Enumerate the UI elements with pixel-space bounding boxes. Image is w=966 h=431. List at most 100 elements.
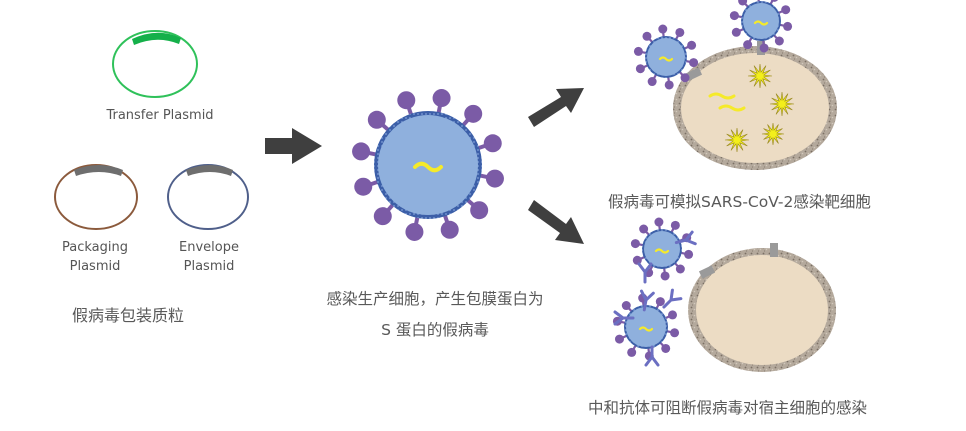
pseudovirus-large [352, 89, 504, 241]
spike-head [668, 310, 678, 320]
spike-head [635, 64, 645, 74]
spike-head [770, 0, 778, 2]
receptor-bottom-2 [698, 265, 716, 279]
spike-head [654, 217, 664, 227]
antibody-arms [662, 288, 683, 309]
cell-cytoplasm-bottom [696, 255, 828, 365]
spike-head [367, 110, 386, 129]
spike-head [630, 239, 640, 249]
spike-head [432, 89, 451, 108]
spike-head [352, 142, 371, 161]
antibodies [613, 230, 697, 367]
packaging-label-line2: Plasmid [69, 259, 121, 274]
virus-core [647, 38, 685, 76]
envelope-plasmid-ring [167, 164, 249, 230]
star-particle [769, 91, 795, 117]
antibody-y [662, 288, 683, 309]
arrow-up-right [528, 88, 584, 127]
packaging-plasmid-label: Packaging Plasmid [50, 238, 140, 276]
antibody-y [637, 262, 653, 284]
caption-packaging-plasmids: 假病毒包装质粒 [72, 306, 185, 325]
antibody-arms [639, 289, 655, 312]
spike-head [783, 21, 793, 31]
spike-head [405, 222, 424, 241]
spike-head [660, 271, 670, 281]
spike-head [642, 31, 652, 41]
spike-head [647, 77, 657, 87]
virus-core [743, 3, 779, 39]
spike-head [354, 177, 373, 196]
transfer-plasmid [112, 30, 198, 98]
spike-head [664, 80, 674, 90]
spike-head [633, 46, 643, 56]
spike-head [464, 104, 483, 123]
antibody-y [639, 289, 655, 312]
spike-head [470, 201, 489, 220]
caption-antibody-block: 中和抗体可阻断假病毒对宿主细胞的感染 [588, 399, 868, 417]
packaging-label-line1: Packaging [62, 240, 128, 255]
spike-head [684, 249, 694, 259]
virus-rna [658, 56, 674, 62]
packaging-plasmid [54, 164, 138, 230]
receptor-bottom-1 [770, 243, 778, 257]
envelope-plasmid-marker [186, 165, 233, 176]
packaging-plasmid-ring [54, 164, 138, 230]
caption-infection-line2: S 蛋白的假病毒 [381, 321, 489, 339]
spike-head [759, 43, 769, 53]
spike-head [658, 24, 668, 34]
spike-head [440, 220, 459, 239]
virus-core [644, 231, 680, 267]
envelope-label-line1: Envelope [179, 240, 239, 255]
spike-head [729, 11, 739, 21]
spike-head [661, 343, 671, 353]
spike-head [632, 255, 642, 265]
antibody-arms [644, 345, 660, 367]
caption-infection: 感染生产细胞，产生包膜蛋白为 S 蛋白的假病毒 [300, 284, 570, 346]
rna-released-2 [718, 104, 746, 112]
spike-head [485, 169, 504, 188]
virus-core [626, 307, 666, 347]
spike-head [670, 328, 680, 338]
antibody-arms [674, 230, 697, 246]
spike-head [483, 134, 502, 153]
spike-head [639, 224, 649, 234]
star-particle [761, 122, 785, 146]
neutralized-virus-2 [612, 293, 680, 361]
spike-head [687, 40, 697, 50]
virus-rna [654, 248, 670, 254]
envelope-plasmid [167, 164, 249, 230]
spike-protein-stars [724, 63, 795, 153]
star-particle [724, 127, 750, 153]
caption-mimic-infection: 假病毒可模拟SARS-CoV-2感染靶细胞 [608, 193, 871, 211]
spike-head [655, 297, 665, 307]
spike-head [670, 220, 680, 230]
spike-head [731, 27, 741, 37]
envelope-label-line2: Plasmid [183, 259, 235, 274]
spike-head [680, 73, 690, 83]
packaging-plasmid-marker [74, 165, 123, 176]
spike-head [373, 207, 392, 226]
spike-head [675, 27, 685, 37]
spike-head [675, 264, 685, 274]
antibody-arms [637, 262, 653, 284]
transfer-plasmid-marker [132, 32, 181, 45]
antibody-y [644, 345, 660, 367]
virus-rna [638, 326, 654, 332]
envelope-plasmid-label: Envelope Plasmid [164, 238, 254, 276]
transfer-plasmid-ring [112, 30, 198, 98]
antibody-y [613, 310, 635, 326]
virus-rna [753, 20, 769, 26]
arrow-right [265, 128, 322, 164]
spike-head [621, 301, 631, 311]
rna-released-1 [708, 92, 736, 100]
spike-head [627, 347, 637, 357]
arrow-down-right [528, 200, 584, 244]
pseudovirus-small-1 [633, 24, 699, 90]
spike-head [774, 36, 784, 46]
receptor-top-2 [685, 67, 703, 81]
antibody-arms [613, 310, 635, 326]
spike-head [781, 5, 791, 15]
target-cell-top [673, 41, 837, 170]
